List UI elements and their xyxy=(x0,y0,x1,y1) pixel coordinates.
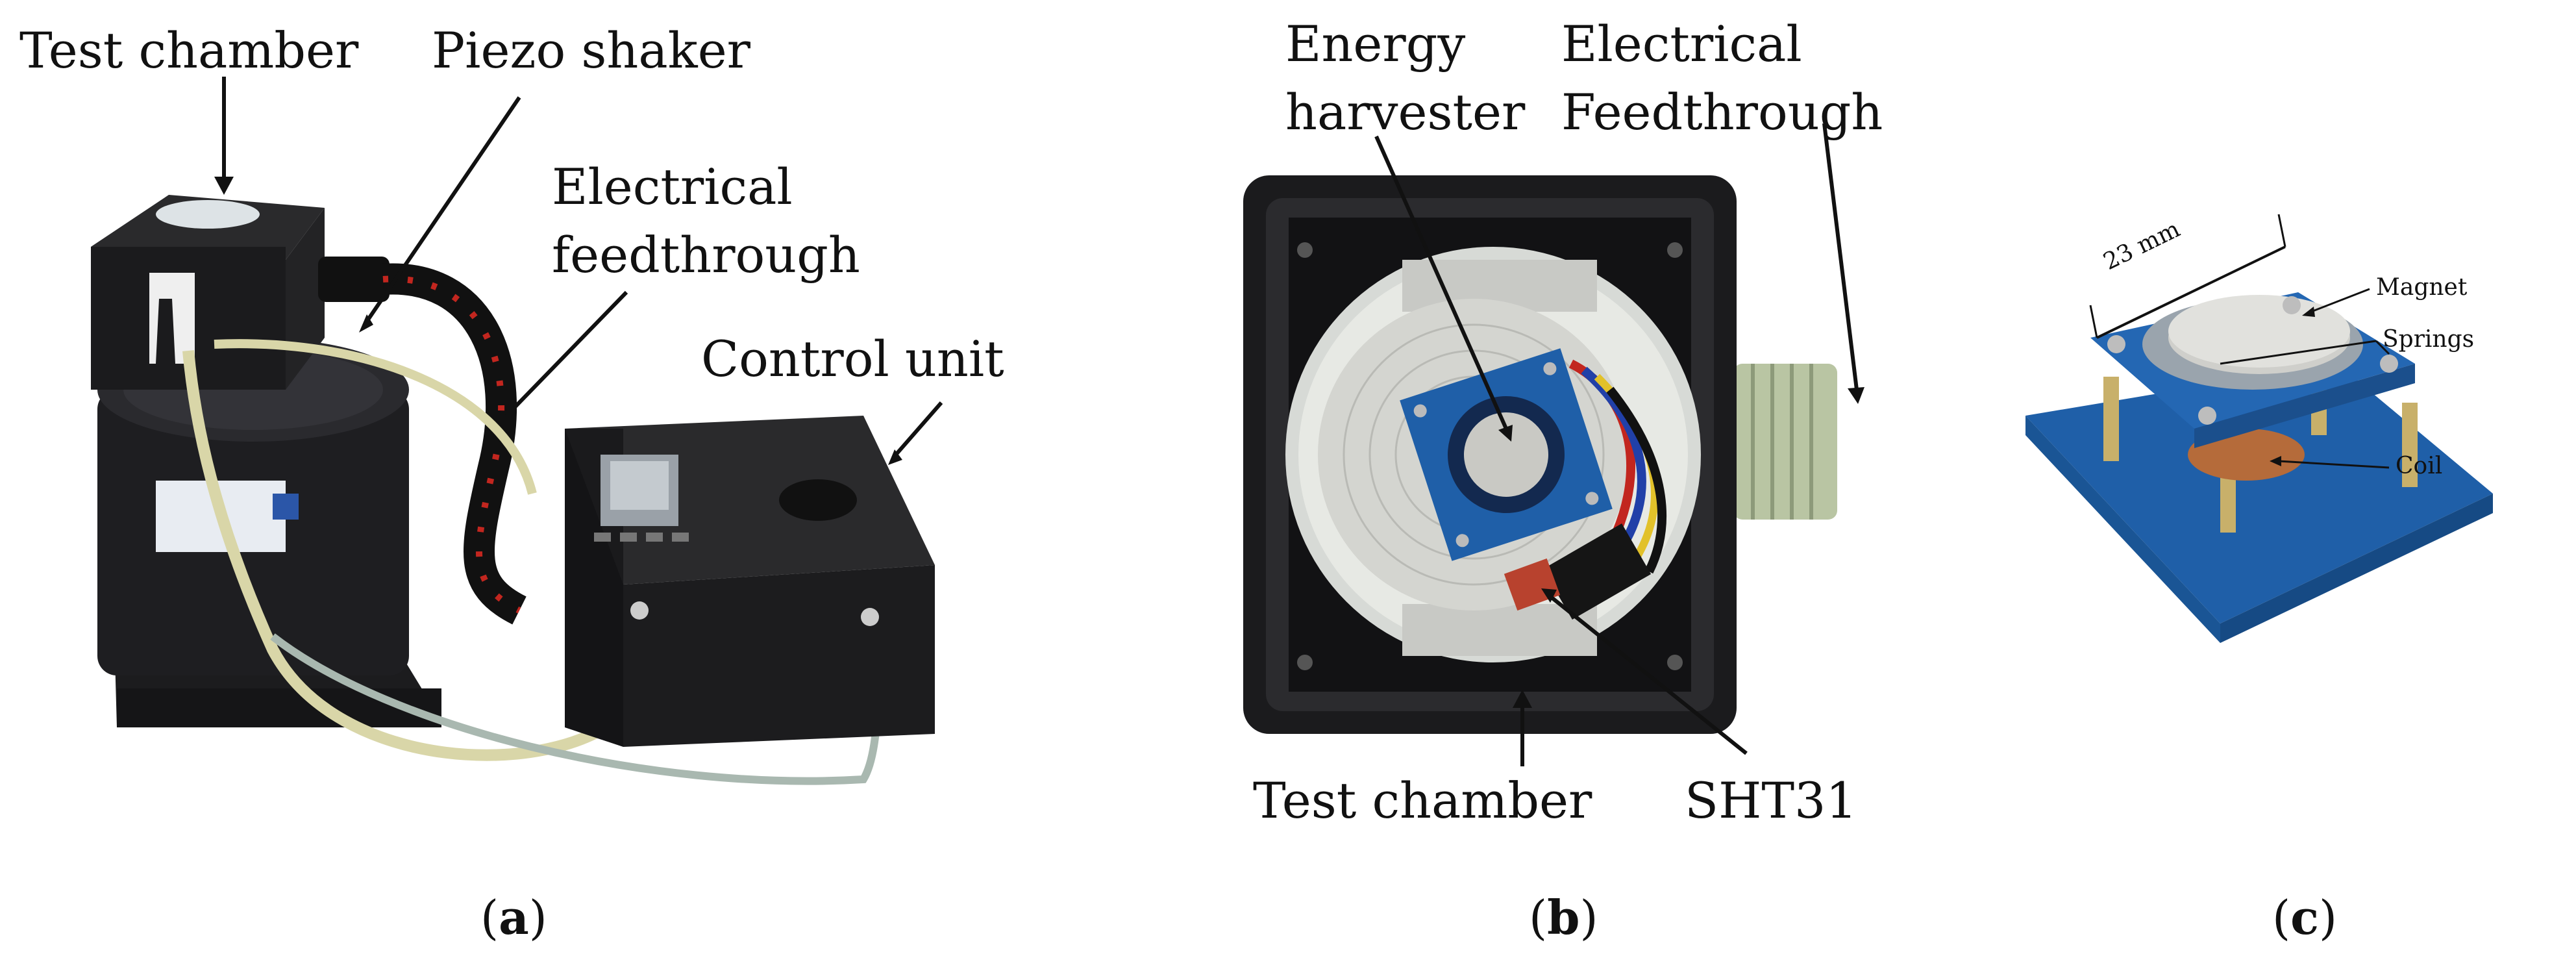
feedthrough-arrow xyxy=(511,290,628,411)
feedthrough-arrow-b xyxy=(1822,123,1859,390)
coil-leader xyxy=(2278,460,2390,469)
base-pcb xyxy=(2025,364,2493,623)
caption-a-letter: a xyxy=(499,890,529,945)
piezo-shaker-arrow xyxy=(365,96,521,323)
label-piezo-shaker: Piezo shaker xyxy=(432,21,750,79)
dimension-line xyxy=(2096,245,2286,339)
sht31-sensor-board xyxy=(1504,558,1561,611)
coil xyxy=(2188,429,2305,481)
label-springs: Springs xyxy=(2383,326,2475,353)
panel-c: 23 mm Magnet Springs Coil (c) xyxy=(1974,0,2576,956)
caption-a: (a) xyxy=(480,890,547,945)
energy-harvester-arrow xyxy=(1374,135,1508,430)
label-electrical-feedthrough-b-line2: Feedthrough xyxy=(1561,83,1883,141)
label-coil: Coil xyxy=(2396,453,2443,479)
label-energy-harvester-line1: Energy xyxy=(1285,15,1466,73)
caption-b-letter: b xyxy=(1547,890,1580,945)
panel-b-photo xyxy=(1243,123,1864,766)
panel-c-photo xyxy=(2025,214,2493,643)
caption-c: (c) xyxy=(2272,890,2338,945)
springs-leader xyxy=(2220,340,2377,365)
control-unit-box xyxy=(623,565,935,747)
control-unit-arrow xyxy=(894,401,943,456)
energy-harvester-pcb xyxy=(1400,348,1613,561)
control-unit-knob xyxy=(779,479,857,521)
caption-c-letter: c xyxy=(2290,890,2319,945)
label-test-chamber-b: Test chamber xyxy=(1253,772,1592,829)
panel-b: Energy harvester Electrical Feedthrough … xyxy=(1169,0,1961,956)
panel-a-photo xyxy=(91,77,943,785)
label-electrical-feedthrough-line2: feedthrough xyxy=(552,226,860,284)
label-electrical-feedthrough-b-line1: Electrical xyxy=(1561,15,1802,73)
panel-a: Test chamber Piezo shaker Electrical fee… xyxy=(0,0,1004,956)
label-electrical-feedthrough-line1: Electrical xyxy=(552,158,793,216)
caption-b: (b) xyxy=(1529,890,1598,945)
knurled-feedthrough xyxy=(1733,364,1837,520)
label-magnet: Magnet xyxy=(2376,274,2468,301)
label-control-unit: Control unit xyxy=(701,330,1004,388)
magnet-leader xyxy=(2310,288,2370,313)
sht31-arrow xyxy=(1550,596,1748,755)
label-test-chamber: Test chamber xyxy=(19,21,359,79)
label-energy-harvester-line2: harvester xyxy=(1285,83,1526,141)
label-sht31: SHT31 xyxy=(1685,772,1857,829)
connector-block xyxy=(1542,523,1652,620)
